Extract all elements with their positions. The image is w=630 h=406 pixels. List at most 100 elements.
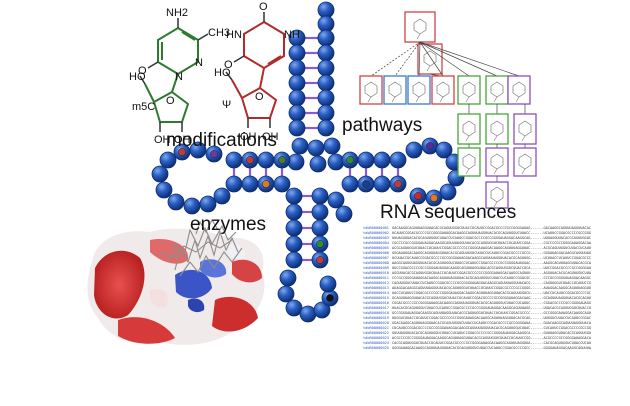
pathway-tree — [359, 11, 537, 209]
psi-hn-label: HN — [226, 29, 242, 41]
modified-nucleotide-marker — [346, 156, 354, 164]
nucleotide-bead — [319, 275, 337, 293]
nucleotide-bead — [241, 175, 259, 193]
nucleotide-bead — [225, 151, 243, 169]
sequence-row: GGGAUAGGACAAGGCAGUUUAGGUUACACGCAGUUGGUCU… — [392, 251, 591, 255]
sequence-id: tdbR00000024 — [363, 341, 389, 345]
sequence-row: CUCAUUCCGGACGCCCCGCCGGGGAUAGGACAAGGCAGUU… — [392, 326, 591, 330]
psi-name-label: Ψ — [222, 99, 231, 111]
sequence-id: tdbR00000017 — [363, 306, 389, 310]
sequence-id: tdbR00000002 — [363, 231, 389, 235]
sequence-id: tdbR00000003 — [363, 236, 389, 240]
nucleotide-bead — [317, 89, 335, 107]
m5c-structure — [139, 18, 209, 132]
structure-bond — [515, 96, 520, 103]
nucleotide-bead — [273, 175, 291, 193]
nucleotide-bead — [357, 151, 375, 169]
nucleotide-bead — [317, 44, 335, 62]
modified-nucleotide-marker — [178, 148, 186, 156]
nucleotide-bead — [288, 44, 306, 62]
nucleotide-bead — [285, 235, 303, 253]
nucleotide-bead — [213, 187, 231, 205]
sequence-id: tdbR00000001 — [363, 226, 389, 230]
nucleotide-bead — [335, 205, 353, 223]
nucleotide-bead — [373, 151, 391, 169]
pathway-edge — [419, 41, 470, 77]
psi-oh-label-2: OH — [262, 131, 279, 143]
pathway-node — [485, 113, 509, 145]
nucleotide-bead — [288, 119, 306, 137]
sequence-id: tdbR00000014 — [363, 291, 389, 295]
nucleotide-bead — [373, 175, 391, 193]
sequence-row: GCCGGGGAUAGGACAAGGCAGUUUAGGUUACACGCAGUUG… — [392, 311, 591, 315]
sequence-row: ACGCAGUUGGUCUUACCUCAUUCCGGACGCCCCGCCGGGG… — [392, 246, 591, 250]
sequence-row: GGGGAUAGGACAAGGCAGUUUAGGUUACACGCAGUUGGUC… — [392, 346, 592, 350]
nucleotide-bead — [155, 181, 173, 199]
pathway-edge — [419, 41, 520, 77]
nucleotide-bead — [299, 305, 317, 323]
sequence-row: AAGGCAGUUUAGGUUACACGCAGUUGGUCUUACCUCAUUC… — [392, 261, 592, 265]
nucleotide-bead — [323, 137, 341, 155]
nucleotide-bead — [317, 59, 335, 77]
nucleotide-bead — [311, 219, 329, 237]
pathway-node — [457, 75, 481, 105]
nucleotide-bead — [327, 153, 345, 171]
m5c-ring-o-label: O — [166, 95, 175, 107]
nucleotide-bead — [439, 183, 457, 201]
modified-nucleotide-marker — [262, 180, 270, 188]
sequence-row: CAGUUGGUCUUACCUCAUUCCGGACGCCCCGCCGGGGAUA… — [392, 281, 591, 285]
sequence-id: tdbR00000019 — [363, 316, 389, 320]
modifications-label: modifications — [166, 130, 277, 151]
nucleotide-bead — [151, 165, 169, 183]
sequence-row: ACGCCCCGCCGGGGAUAGGACAAGGCAGUUUAGGUUACAC… — [392, 336, 592, 340]
sequence-row: UUACACGCAGUUGGUCUUACCUCAUUCCGGACGCCCCGCC… — [392, 306, 591, 310]
sequence-id: tdbR00000007 — [363, 256, 389, 260]
pathway-node — [457, 147, 481, 177]
sequence-id: tdbR00000010 — [363, 271, 389, 275]
structure-bond — [465, 168, 470, 175]
nucleotide-bead — [317, 119, 335, 137]
pathway-node — [507, 75, 531, 105]
pathway-edge — [370, 41, 421, 77]
nucleotide-bead — [313, 301, 331, 319]
modified-nucleotide-marker — [246, 156, 254, 164]
sequence-row: CCCGCCGGGGAUAGGACAAGGCAGUUUAGGUUACACGCAG… — [392, 276, 591, 280]
psi-nh-label: NH — [284, 29, 300, 41]
modified-nucleotide-marker — [326, 294, 334, 302]
nucleotide-bead — [285, 187, 303, 205]
nucleotide-bead — [225, 175, 243, 193]
m5c-atom-labels: NH2 CH3 N N O HO OH OH O m5C — [129, 7, 230, 146]
nucleotide-bead — [257, 151, 275, 169]
nucleotide-bead — [309, 155, 327, 173]
nucleotide-bead — [341, 175, 359, 193]
m5c-n-label-2: N — [175, 71, 183, 83]
sequence-row: UACCUCAUUCCGGACGCCCCGCCGGGGAUAGGACAAGGCA… — [392, 291, 591, 295]
pathway-node — [485, 147, 509, 177]
structure-bond — [493, 135, 498, 142]
modified-nucleotide-marker — [414, 192, 422, 200]
m5c-o-label: O — [138, 65, 147, 77]
psi-ho-label: HO — [214, 67, 231, 79]
structure-bond — [415, 96, 420, 103]
nucleotide-bead — [311, 203, 329, 221]
sequence-id: tdbR00000022 — [363, 331, 389, 335]
structure-bond — [493, 201, 498, 208]
pathway-edge — [419, 41, 444, 77]
nucleotide-bead — [287, 153, 305, 171]
nucleotide-bead — [317, 104, 335, 122]
psi-structure — [225, 12, 285, 128]
pathway-node — [404, 11, 436, 43]
modified-nucleotide-marker — [210, 150, 218, 158]
sequence-id: tdbR00000009 — [363, 266, 389, 270]
nucleotide-bead — [285, 251, 303, 269]
pathway-edge — [394, 41, 421, 77]
pathway-node — [407, 75, 431, 105]
nucleotide-bead — [288, 74, 306, 92]
pathway-node — [383, 75, 407, 105]
psi-o-top-label: O — [259, 1, 268, 13]
modified-nucleotide-marker — [316, 240, 324, 248]
sequence-row: UUGGUCUUACCUCAUUCCGGACGCCCCGCCGGGGAUAGGA… — [392, 316, 591, 320]
sequence-id: tdbR00000023 — [363, 336, 389, 340]
psi-oh-label: OH — [240, 131, 257, 143]
